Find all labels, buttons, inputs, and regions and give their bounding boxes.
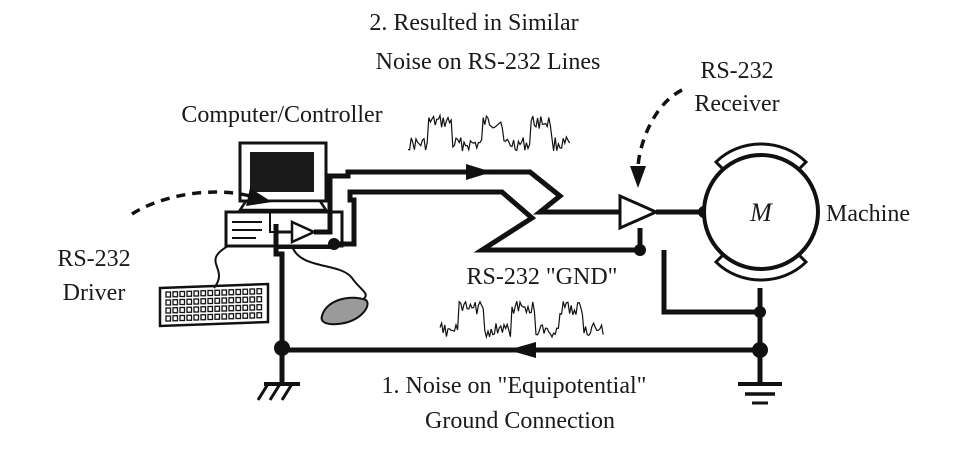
machine-label: Machine [826, 201, 910, 227]
annotation-similar-noise-line2: Noise on RS-232 Lines [376, 49, 601, 75]
rs232-gnd-line [334, 189, 643, 253]
rs232-signal-line [314, 169, 620, 235]
rs232-driver-amplifier [276, 220, 318, 244]
computer-controller-label: Computer/Controller [181, 102, 382, 128]
driver-pointer-arrowhead [246, 188, 272, 206]
motor-label: M [749, 198, 773, 227]
receiver-pointer-arrowhead [630, 166, 646, 188]
noise-waveform-ground [439, 299, 604, 340]
noise-waveform-signal [407, 113, 571, 152]
mouse-icon [320, 296, 369, 326]
keyboard-icon [158, 282, 270, 328]
rs232-gnd-label: RS-232 "GND" [467, 264, 618, 290]
mouse-cable [291, 245, 367, 301]
chassis-ground-icon [256, 350, 300, 401]
motor-icon [702, 142, 820, 282]
rs232-receiver-amplifier [618, 193, 710, 231]
signal-direction-arrow [466, 164, 492, 180]
rs232-driver-label-line1: RS-232 [57, 246, 130, 272]
keyboard-cable [213, 245, 229, 289]
monitor-screen [250, 152, 314, 192]
receiver-gnd-junction [634, 244, 646, 256]
earth-ground-icon [738, 382, 782, 405]
computer-base [224, 210, 344, 248]
computer-ground-drop [273, 224, 285, 348]
receiver-pointer-dashed [636, 88, 683, 167]
annotation-ground-noise-line1: 1. Noise on "Equipotential" [382, 373, 647, 399]
rs232-receiver-label-line1: RS-232 [700, 58, 773, 84]
gnd-junction-dot [328, 238, 340, 250]
computer-monitor-icon [224, 141, 344, 248]
ground-noise-arrow [508, 342, 536, 358]
rs232-receiver-label-line2: Receiver [694, 91, 779, 117]
annotation-ground-noise-line2: Ground Connection [425, 408, 615, 434]
annotation-similar-noise-line1: 2. Resulted in Similar [369, 10, 578, 36]
rs232-driver-label-line2: Driver [63, 280, 126, 306]
